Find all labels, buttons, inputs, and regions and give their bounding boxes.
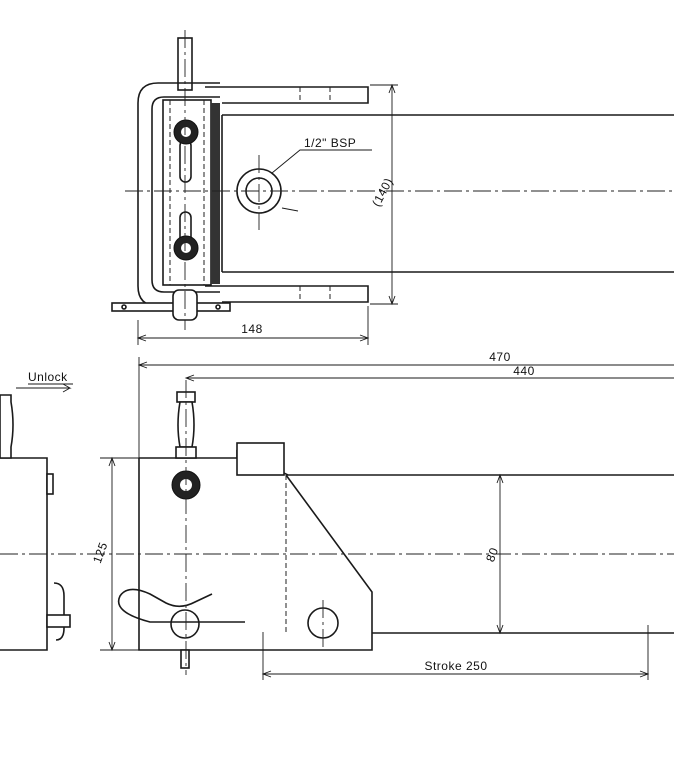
left-partial-view: Unlock [0, 370, 73, 651]
side-view-bracket-outline [138, 449, 674, 651]
top-view-upper-bolt-center [181, 127, 191, 137]
top-view-plate-hidden-lines [169, 100, 205, 285]
top-view-u-bracket-inner [151, 96, 220, 293]
side-view-pin-end [180, 649, 190, 669]
dim-148-label: 148 [241, 322, 263, 336]
dim-470-arrow [137, 361, 148, 369]
dim-125-line [100, 457, 139, 651]
dim-470-label: 470 [489, 350, 511, 364]
unlock-arrow [16, 383, 72, 393]
side-view: 470 440 125 80 Stroke 250 [0, 350, 674, 680]
dim-125-arrows [108, 456, 116, 652]
side-view-r-clip [117, 588, 245, 623]
dim-140-arrows [388, 83, 396, 306]
top-view-plate-edge [211, 103, 220, 284]
top-view: 1/2" BSP (140) 148 [111, 30, 674, 345]
top-view-bottom-tab [111, 302, 231, 312]
top-view-bsp-leader [271, 149, 372, 212]
thread-callout-label: 1/2" BSP [304, 136, 356, 150]
left-view-side-knob [46, 473, 54, 495]
unlock-label: Unlock [28, 370, 68, 384]
left-view-handle [0, 394, 14, 459]
side-view-lower-pin [170, 609, 200, 639]
top-view-tube-outline [222, 114, 674, 273]
dim-80-label: 80 [483, 545, 501, 563]
dim-stroke-label: Stroke 250 [424, 659, 487, 673]
dim-80-arrows [496, 473, 504, 635]
dim-440-label: 440 [513, 364, 535, 378]
dim-148-line [137, 306, 369, 345]
side-view-top-block [236, 442, 285, 476]
top-view-lower-bolt-center [181, 243, 191, 253]
dim-140-line [370, 84, 398, 305]
top-view-lower-arm [205, 285, 369, 303]
dim-125-label: 125 [90, 540, 111, 565]
top-view-tab-hole [215, 304, 221, 310]
top-view-upper-arm [205, 86, 369, 104]
left-view-outline [0, 457, 48, 651]
left-view-pin [46, 614, 71, 628]
dim-stroke-line [262, 625, 649, 680]
dim-stroke-arrows [261, 670, 650, 678]
left-view-clip [53, 582, 65, 641]
dim-148-arrows [136, 334, 370, 342]
dim-470-line [138, 357, 674, 458]
dim-440-arrow [184, 374, 195, 382]
top-view-arm-hidden-lines [299, 87, 331, 302]
top-view-tab-hole [121, 304, 127, 310]
